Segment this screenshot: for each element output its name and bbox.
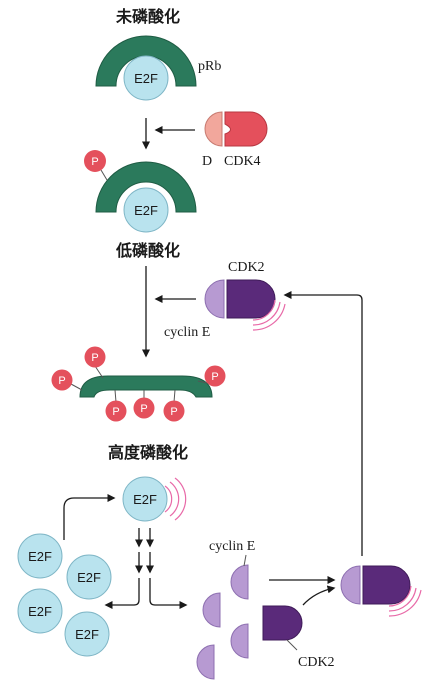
arrow-branch-left bbox=[104, 578, 140, 609]
activity-waves bbox=[252, 303, 286, 331]
stage-title-unphosphorylated: 未磷酸化 bbox=[115, 7, 180, 26]
phospho-group bbox=[204, 365, 226, 387]
cyclin-e-shape bbox=[204, 279, 225, 319]
prb-arc bbox=[95, 35, 197, 87]
e2f-node bbox=[17, 533, 63, 579]
phospho-label: P bbox=[211, 371, 218, 383]
phospho-label: P bbox=[91, 352, 98, 364]
e2f-label: E2F bbox=[28, 549, 52, 564]
activity-waves bbox=[252, 299, 276, 321]
phospho-group bbox=[133, 397, 155, 419]
e2f-node bbox=[17, 588, 63, 634]
phospho-label: P bbox=[170, 406, 177, 418]
cdk4-shape bbox=[224, 111, 268, 147]
cyclin-e-top-label: cyclin E bbox=[164, 325, 210, 340]
cdk4-label: CDK4 bbox=[224, 154, 261, 169]
stage-title-hypophosphorylated: 低磷酸化 bbox=[115, 241, 180, 260]
prb-arc bbox=[95, 161, 197, 213]
e2f-label: E2F bbox=[75, 627, 99, 642]
cdk2-shape bbox=[262, 605, 303, 641]
cyclin-e-bottom-label: cyclin E bbox=[209, 539, 255, 554]
phospho-link bbox=[197, 380, 208, 384]
cyclin-d-label: D bbox=[202, 154, 212, 169]
phospho-label: P bbox=[112, 406, 119, 418]
e2f-label: E2F bbox=[28, 604, 52, 619]
prb-open bbox=[79, 375, 213, 398]
phospho-link bbox=[94, 365, 104, 379]
phospho-link bbox=[70, 383, 83, 391]
prb-label: pRb bbox=[198, 59, 221, 74]
cyclin-e-shape bbox=[230, 564, 249, 600]
e2f-label: E2F bbox=[134, 71, 158, 86]
activity-waves bbox=[169, 481, 180, 517]
arrow-branch-right bbox=[149, 578, 188, 609]
e2f-node bbox=[123, 55, 169, 101]
cyclin-e-shape bbox=[196, 644, 215, 680]
activity-waves bbox=[388, 587, 417, 612]
cdk2-top-label: CDK2 bbox=[228, 260, 265, 275]
cdk2-shape bbox=[362, 565, 411, 605]
cdk2-shape bbox=[226, 279, 276, 319]
e2f-label: E2F bbox=[77, 570, 101, 585]
phospho-label: P bbox=[58, 375, 65, 387]
label-leader bbox=[243, 554, 247, 567]
cyclin-e-shape bbox=[340, 565, 361, 605]
activity-waves bbox=[164, 485, 173, 513]
activity-waves bbox=[388, 589, 422, 617]
stage-title-hyperphosphorylated: 高度磷酸化 bbox=[108, 443, 188, 462]
phospho-label: P bbox=[91, 156, 98, 168]
label-leader bbox=[286, 639, 298, 651]
e2f-node bbox=[64, 611, 110, 657]
phospho-group bbox=[84, 150, 106, 172]
e2f-node bbox=[66, 554, 112, 600]
phospho-group bbox=[163, 400, 185, 422]
phospho-link bbox=[173, 389, 176, 403]
e2f-node bbox=[122, 476, 168, 522]
e2f-node bbox=[123, 187, 169, 233]
activity-waves bbox=[174, 477, 187, 521]
phospho-label: P bbox=[140, 403, 147, 415]
e2f-label: E2F bbox=[134, 203, 158, 218]
activity-waves bbox=[388, 585, 412, 607]
arrow-assemble bbox=[302, 585, 336, 606]
phospho-group bbox=[84, 346, 106, 368]
cyclin-d-shape bbox=[204, 111, 223, 147]
phospho-group bbox=[105, 400, 127, 422]
e2f-loop-arrow bbox=[63, 494, 116, 540]
phospho-group bbox=[51, 369, 73, 391]
cyclin-e-shape bbox=[202, 592, 221, 628]
e2f-label: E2F bbox=[133, 492, 157, 507]
cyclin-e-shape bbox=[230, 623, 249, 659]
activity-waves bbox=[252, 301, 281, 326]
phospho-link bbox=[100, 169, 108, 181]
feedback-arrow bbox=[283, 291, 363, 556]
cdk2-bottom-label: CDK2 bbox=[298, 655, 335, 670]
phospho-link bbox=[114, 389, 117, 403]
